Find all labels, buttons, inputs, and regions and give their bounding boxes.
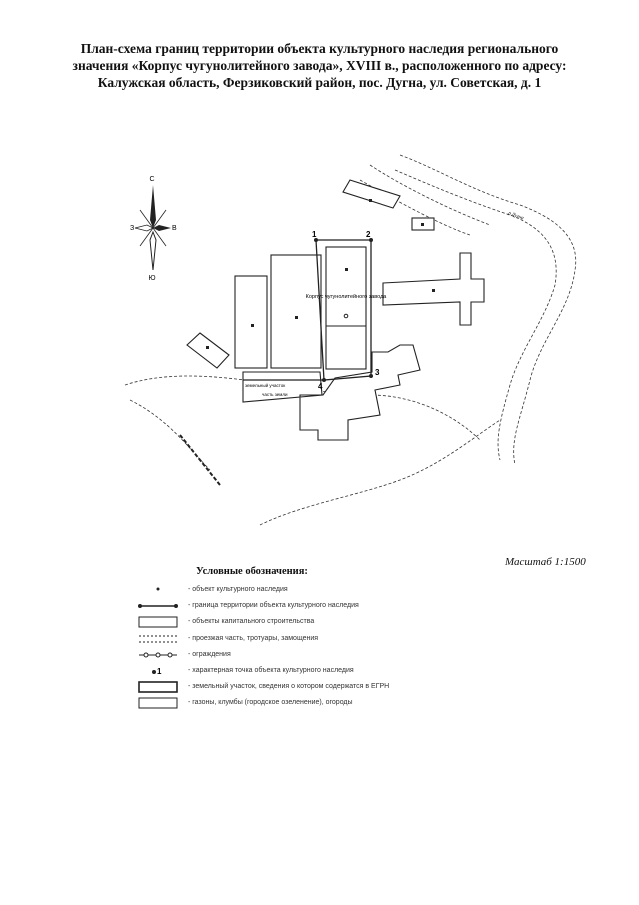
river-label: р.Дугна bbox=[506, 211, 524, 222]
point-symbol: 1 bbox=[157, 667, 162, 676]
building-label: Корпус чугунолитейного завода bbox=[306, 293, 388, 300]
compass-north: С bbox=[149, 176, 154, 183]
legend-item: 1 - характерная точка объекта культурног… bbox=[136, 664, 436, 680]
land-plot-icon bbox=[138, 681, 178, 693]
page-title: План-схема границ территории объекта кул… bbox=[20, 40, 619, 91]
compass-south: Ю bbox=[148, 275, 155, 282]
point-label-2: 2 bbox=[366, 230, 371, 239]
legend-label: - характерная точка объекта культурного … bbox=[188, 666, 354, 674]
zone-label-2: часть земли bbox=[262, 392, 288, 397]
scale-label: Масштаб 1:1500 bbox=[505, 556, 586, 568]
fence-icon bbox=[139, 652, 177, 658]
heritage-building bbox=[325, 246, 367, 370]
object-markers bbox=[206, 199, 435, 349]
legend-item: - проезжая часть, тротуары, замощения bbox=[136, 632, 436, 648]
fence-line bbox=[179, 434, 221, 486]
legend-item: - объект культурного наследия bbox=[136, 583, 436, 599]
legend-item: - газоны, клумбы (городское озеленение),… bbox=[136, 696, 436, 712]
boundary-points bbox=[314, 238, 373, 382]
legend-label: - объекты капитального строительства bbox=[188, 618, 315, 626]
point-label-4: 4 bbox=[318, 382, 323, 391]
river-banks bbox=[359, 154, 577, 466]
legend-item: - граница территории объекта культурного… bbox=[136, 599, 436, 615]
legend-label: - ограждения bbox=[188, 650, 231, 658]
legend-label: - земельный участок, сведения о котором … bbox=[188, 683, 390, 691]
heritage-object-icon bbox=[156, 587, 160, 591]
legend: - объект культурного наследия - граница … bbox=[136, 583, 436, 713]
legend-title: Условные обозначения: bbox=[196, 566, 308, 577]
building-icon bbox=[138, 616, 178, 628]
compass-rose-icon: С З В Ю bbox=[130, 176, 177, 282]
lawn-icon bbox=[138, 697, 178, 709]
title-line-3: Калужская область, Ферзиковский район, п… bbox=[97, 75, 542, 90]
building-label-text: Корпус чугунолитейного завода bbox=[306, 293, 388, 300]
road-icon bbox=[139, 635, 177, 643]
legend-item: - объекты капитального строительства bbox=[136, 615, 436, 631]
point-label-3: 3 bbox=[375, 368, 380, 377]
boundary-icon bbox=[138, 604, 178, 609]
legend-label: - газоны, клумбы (городское озеленение),… bbox=[188, 699, 353, 707]
site-plan-map: С З В Ю р.Дугна bbox=[124, 154, 577, 526]
compass-west: З bbox=[130, 225, 134, 232]
legend-item: - ограждения bbox=[136, 648, 436, 664]
point-label-1: 1 bbox=[312, 230, 317, 239]
zone-label: земельный участок bbox=[245, 382, 285, 388]
legend-label: - проезжая часть, тротуары, замощения bbox=[188, 634, 319, 642]
legend-label: - граница территории объекта культурного… bbox=[188, 602, 359, 610]
compass-east: В bbox=[172, 225, 177, 232]
title-line-1: План-схема границ территории объекта кул… bbox=[80, 41, 559, 56]
legend-item: - земельный участок, сведения о котором … bbox=[136, 680, 436, 696]
point-icon: 1 bbox=[152, 667, 162, 676]
title-line-2: значения «Корпус чугунолитейного завода»… bbox=[72, 58, 567, 73]
legend-label: - объект культурного наследия bbox=[188, 586, 288, 593]
